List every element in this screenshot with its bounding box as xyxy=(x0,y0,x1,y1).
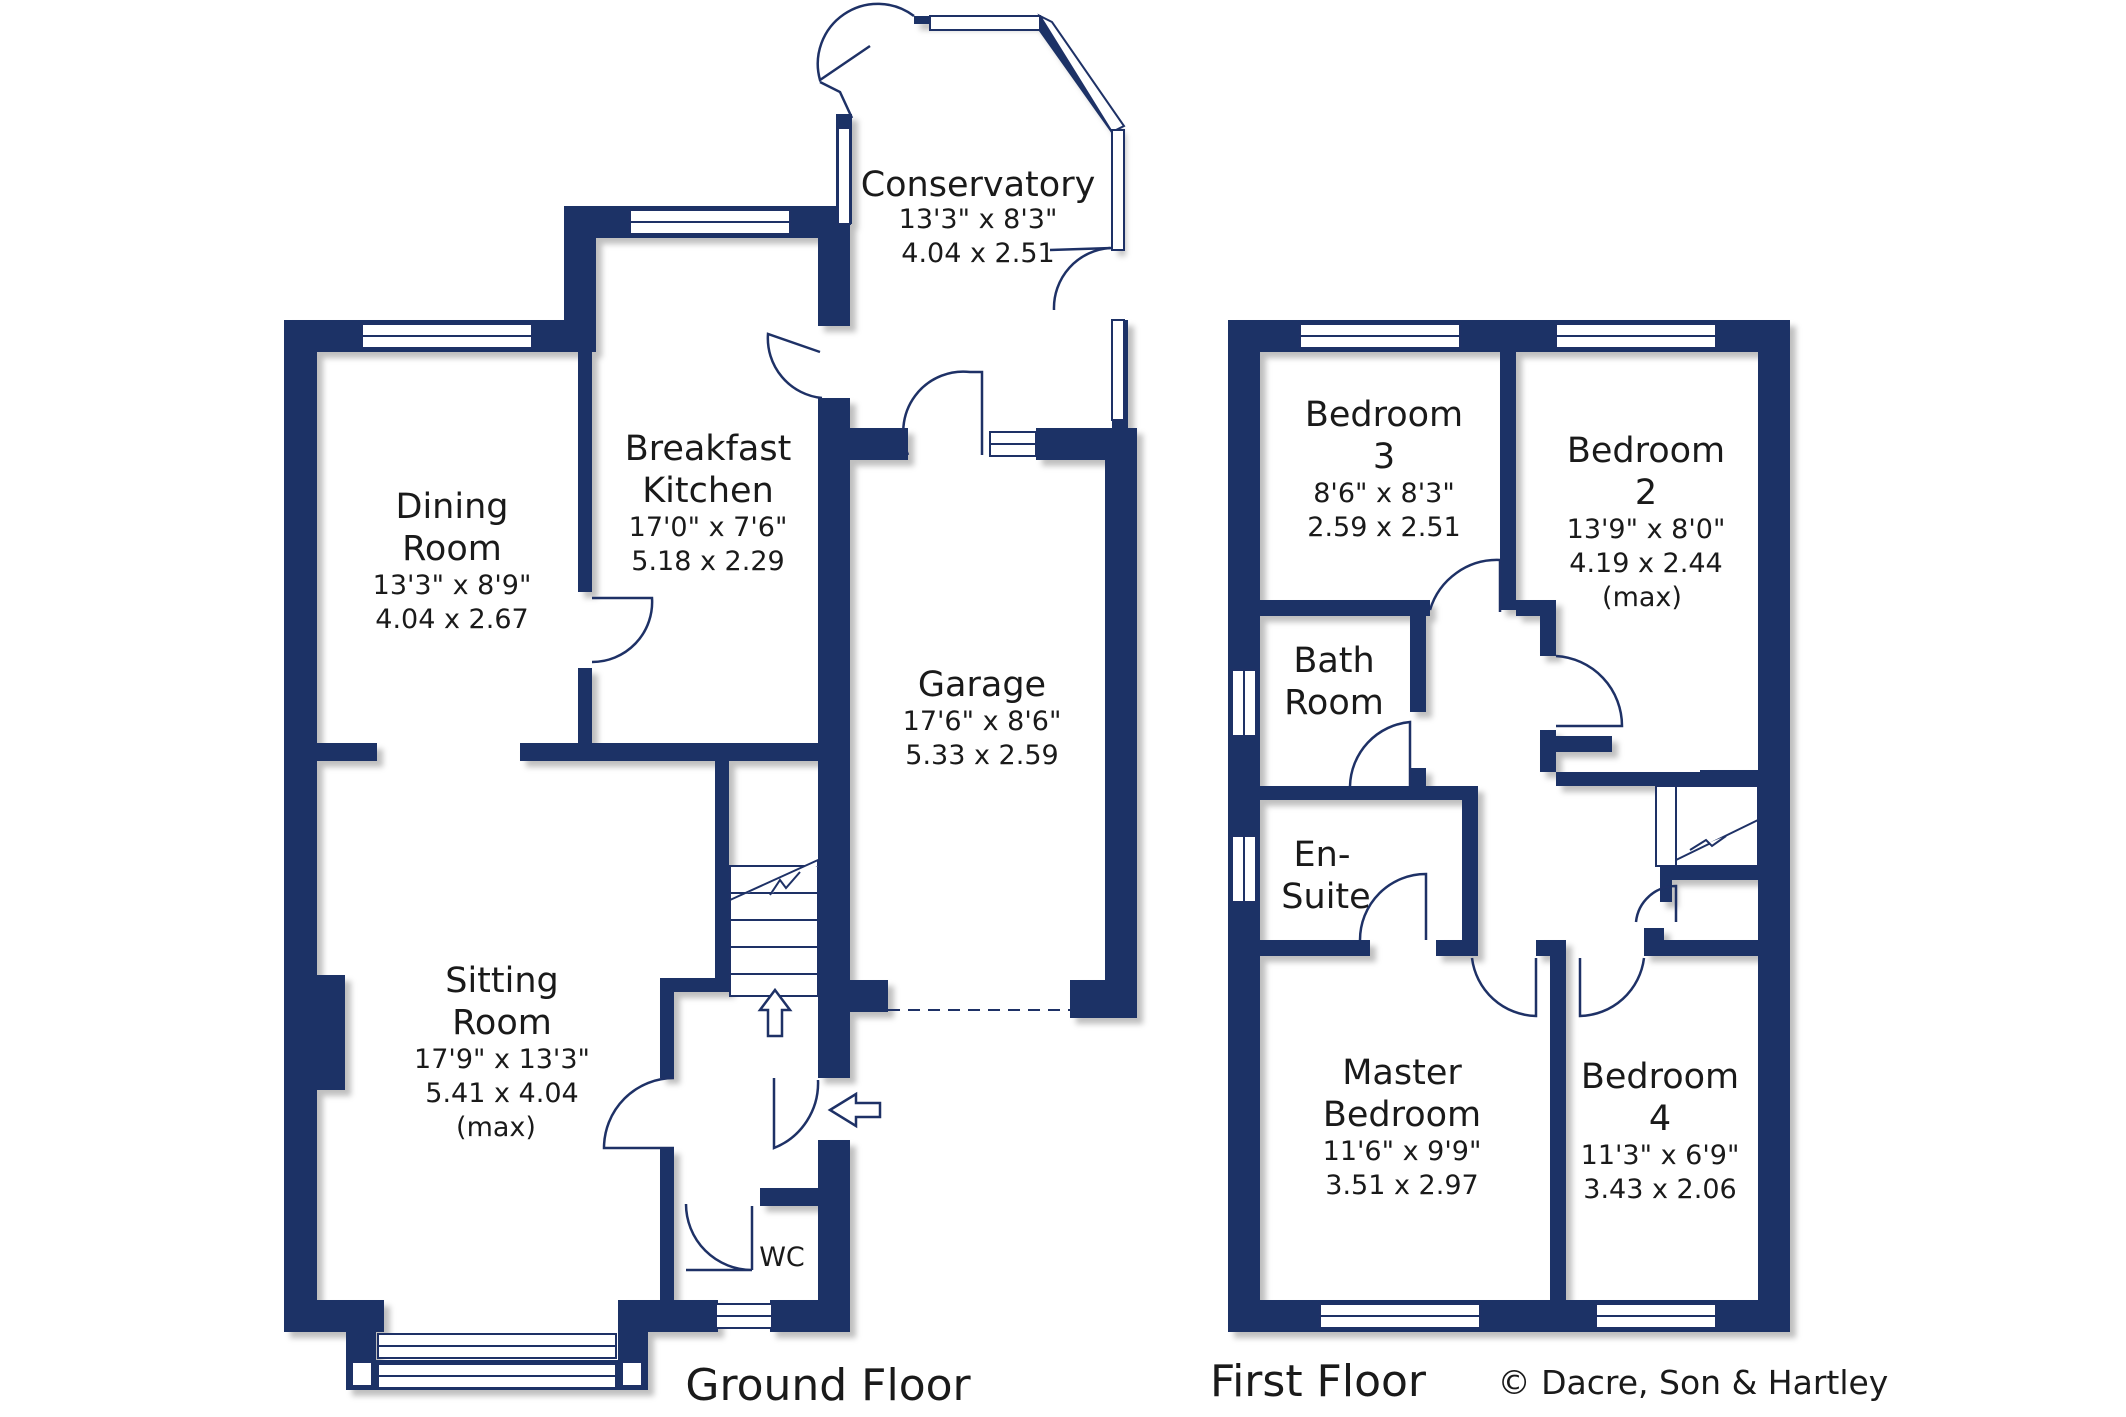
room-label-en-suite: En- Suite xyxy=(1281,835,1370,917)
svg-text:17'6" x 8'6": 17'6" x 8'6" xyxy=(903,706,1062,737)
copyright-text: © Dacre, Son & Hartley xyxy=(1498,1363,1889,1402)
svg-text:Breakfast: Breakfast xyxy=(625,429,792,469)
ground-floor-title: Ground Floor xyxy=(685,1360,971,1411)
svg-text:5.18 x 2.29: 5.18 x 2.29 xyxy=(631,546,784,577)
room-label-sitting-room: Sitting Room 17'9" x 13'3" 5.41 x 4.04 (… xyxy=(414,961,590,1143)
ground-floor-windows xyxy=(351,13,1126,1389)
svg-text:Bedroom: Bedroom xyxy=(1581,1057,1739,1097)
svg-text:Bedroom: Bedroom xyxy=(1323,1095,1481,1135)
svg-text:Bedroom: Bedroom xyxy=(1567,431,1725,471)
svg-text:Suite: Suite xyxy=(1281,877,1370,917)
svg-text:17'0" x 7'6": 17'0" x 7'6" xyxy=(629,512,788,543)
ground-floor xyxy=(284,2,1137,1390)
room-label-bedroom-4: Bedroom 4 11'3" x 6'9" 3.43 x 2.06 xyxy=(1581,1057,1740,1205)
room-label-master-bedroom: Master Bedroom 11'6" x 9'9" 3.51 x 2.97 xyxy=(1323,1053,1482,1201)
svg-text:13'3" x 8'9": 13'3" x 8'9" xyxy=(373,570,532,601)
first-floor-title: First Floor xyxy=(1210,1356,1427,1407)
first-floor-windows xyxy=(1231,323,1717,1329)
svg-text:En-: En- xyxy=(1294,835,1351,875)
svg-text:(max): (max) xyxy=(456,1112,536,1143)
room-label-bedroom-2: Bedroom 2 13'9" x 8'0" 4.19 x 2.44 (max) xyxy=(1567,431,1726,613)
svg-text:17'9" x 13'3": 17'9" x 13'3" xyxy=(414,1044,590,1075)
room-label-conservatory: Conservatory 13'3" x 8'3" 4.04 x 2.51 xyxy=(861,165,1096,269)
svg-text:4.04 x 2.67: 4.04 x 2.67 xyxy=(375,604,528,635)
svg-text:Garage: Garage xyxy=(918,665,1046,705)
svg-text:Bedroom: Bedroom xyxy=(1305,395,1463,435)
svg-text:3: 3 xyxy=(1373,437,1395,477)
svg-text:Kitchen: Kitchen xyxy=(642,471,774,511)
svg-text:Conservatory: Conservatory xyxy=(861,165,1096,205)
ground-floor-stairs xyxy=(729,858,819,1038)
first-floor xyxy=(1228,320,1790,1332)
svg-text:WC: WC xyxy=(759,1242,805,1273)
svg-text:13'9" x 8'0": 13'9" x 8'0" xyxy=(1567,514,1726,545)
svg-text:Master: Master xyxy=(1342,1053,1462,1093)
svg-text:Room: Room xyxy=(1284,683,1384,723)
svg-text:Dining: Dining xyxy=(396,487,509,527)
svg-text:Room: Room xyxy=(452,1003,552,1043)
svg-text:2.59 x 2.51: 2.59 x 2.51 xyxy=(1307,512,1460,543)
ground-floor-doors xyxy=(591,2,1113,1272)
first-floor-stairs xyxy=(1655,785,1759,867)
first-floor-doors xyxy=(1348,558,1678,1018)
svg-text:11'3" x 6'9": 11'3" x 6'9" xyxy=(1581,1140,1740,1171)
room-label-bedroom-3: Bedroom 3 8'6" x 8'3" 2.59 x 2.51 xyxy=(1305,395,1463,543)
svg-text:11'6" x 9'9": 11'6" x 9'9" xyxy=(1323,1136,1482,1167)
entrance-arrow-icon xyxy=(827,1091,882,1129)
svg-text:(max): (max) xyxy=(1602,582,1682,613)
svg-text:Room: Room xyxy=(402,529,502,569)
svg-text:4.04 x 2.51: 4.04 x 2.51 xyxy=(901,238,1054,269)
room-label-garage: Garage 17'6" x 8'6" 5.33 x 2.59 xyxy=(903,665,1062,771)
room-label-wc: WC xyxy=(759,1242,805,1273)
stairs-up-arrow-icon xyxy=(757,987,793,1038)
svg-text:Sitting: Sitting xyxy=(445,961,559,1001)
svg-text:13'3" x 8'3": 13'3" x 8'3" xyxy=(899,204,1058,235)
svg-text:4: 4 xyxy=(1649,1099,1671,1139)
svg-text:4.19 x 2.44: 4.19 x 2.44 xyxy=(1569,548,1722,579)
svg-text:5.33 x 2.59: 5.33 x 2.59 xyxy=(905,740,1058,771)
svg-text:8'6" x 8'3": 8'6" x 8'3" xyxy=(1313,478,1455,509)
room-labels: Conservatory 13'3" x 8'3" 4.04 x 2.51 Br… xyxy=(373,165,1740,1273)
svg-text:3.43 x 2.06: 3.43 x 2.06 xyxy=(1583,1174,1736,1205)
svg-text:3.51 x 2.97: 3.51 x 2.97 xyxy=(1325,1170,1478,1201)
room-label-breakfast-kitchen: Breakfast Kitchen 17'0" x 7'6" 5.18 x 2.… xyxy=(625,429,792,577)
room-label-dining-room: Dining Room 13'3" x 8'9" 4.04 x 2.67 xyxy=(373,487,532,635)
room-label-bath-room: Bath Room xyxy=(1284,641,1384,723)
svg-text:5.41 x 4.04: 5.41 x 4.04 xyxy=(425,1078,578,1109)
svg-text:2: 2 xyxy=(1635,473,1657,513)
svg-text:Bath: Bath xyxy=(1293,641,1374,681)
